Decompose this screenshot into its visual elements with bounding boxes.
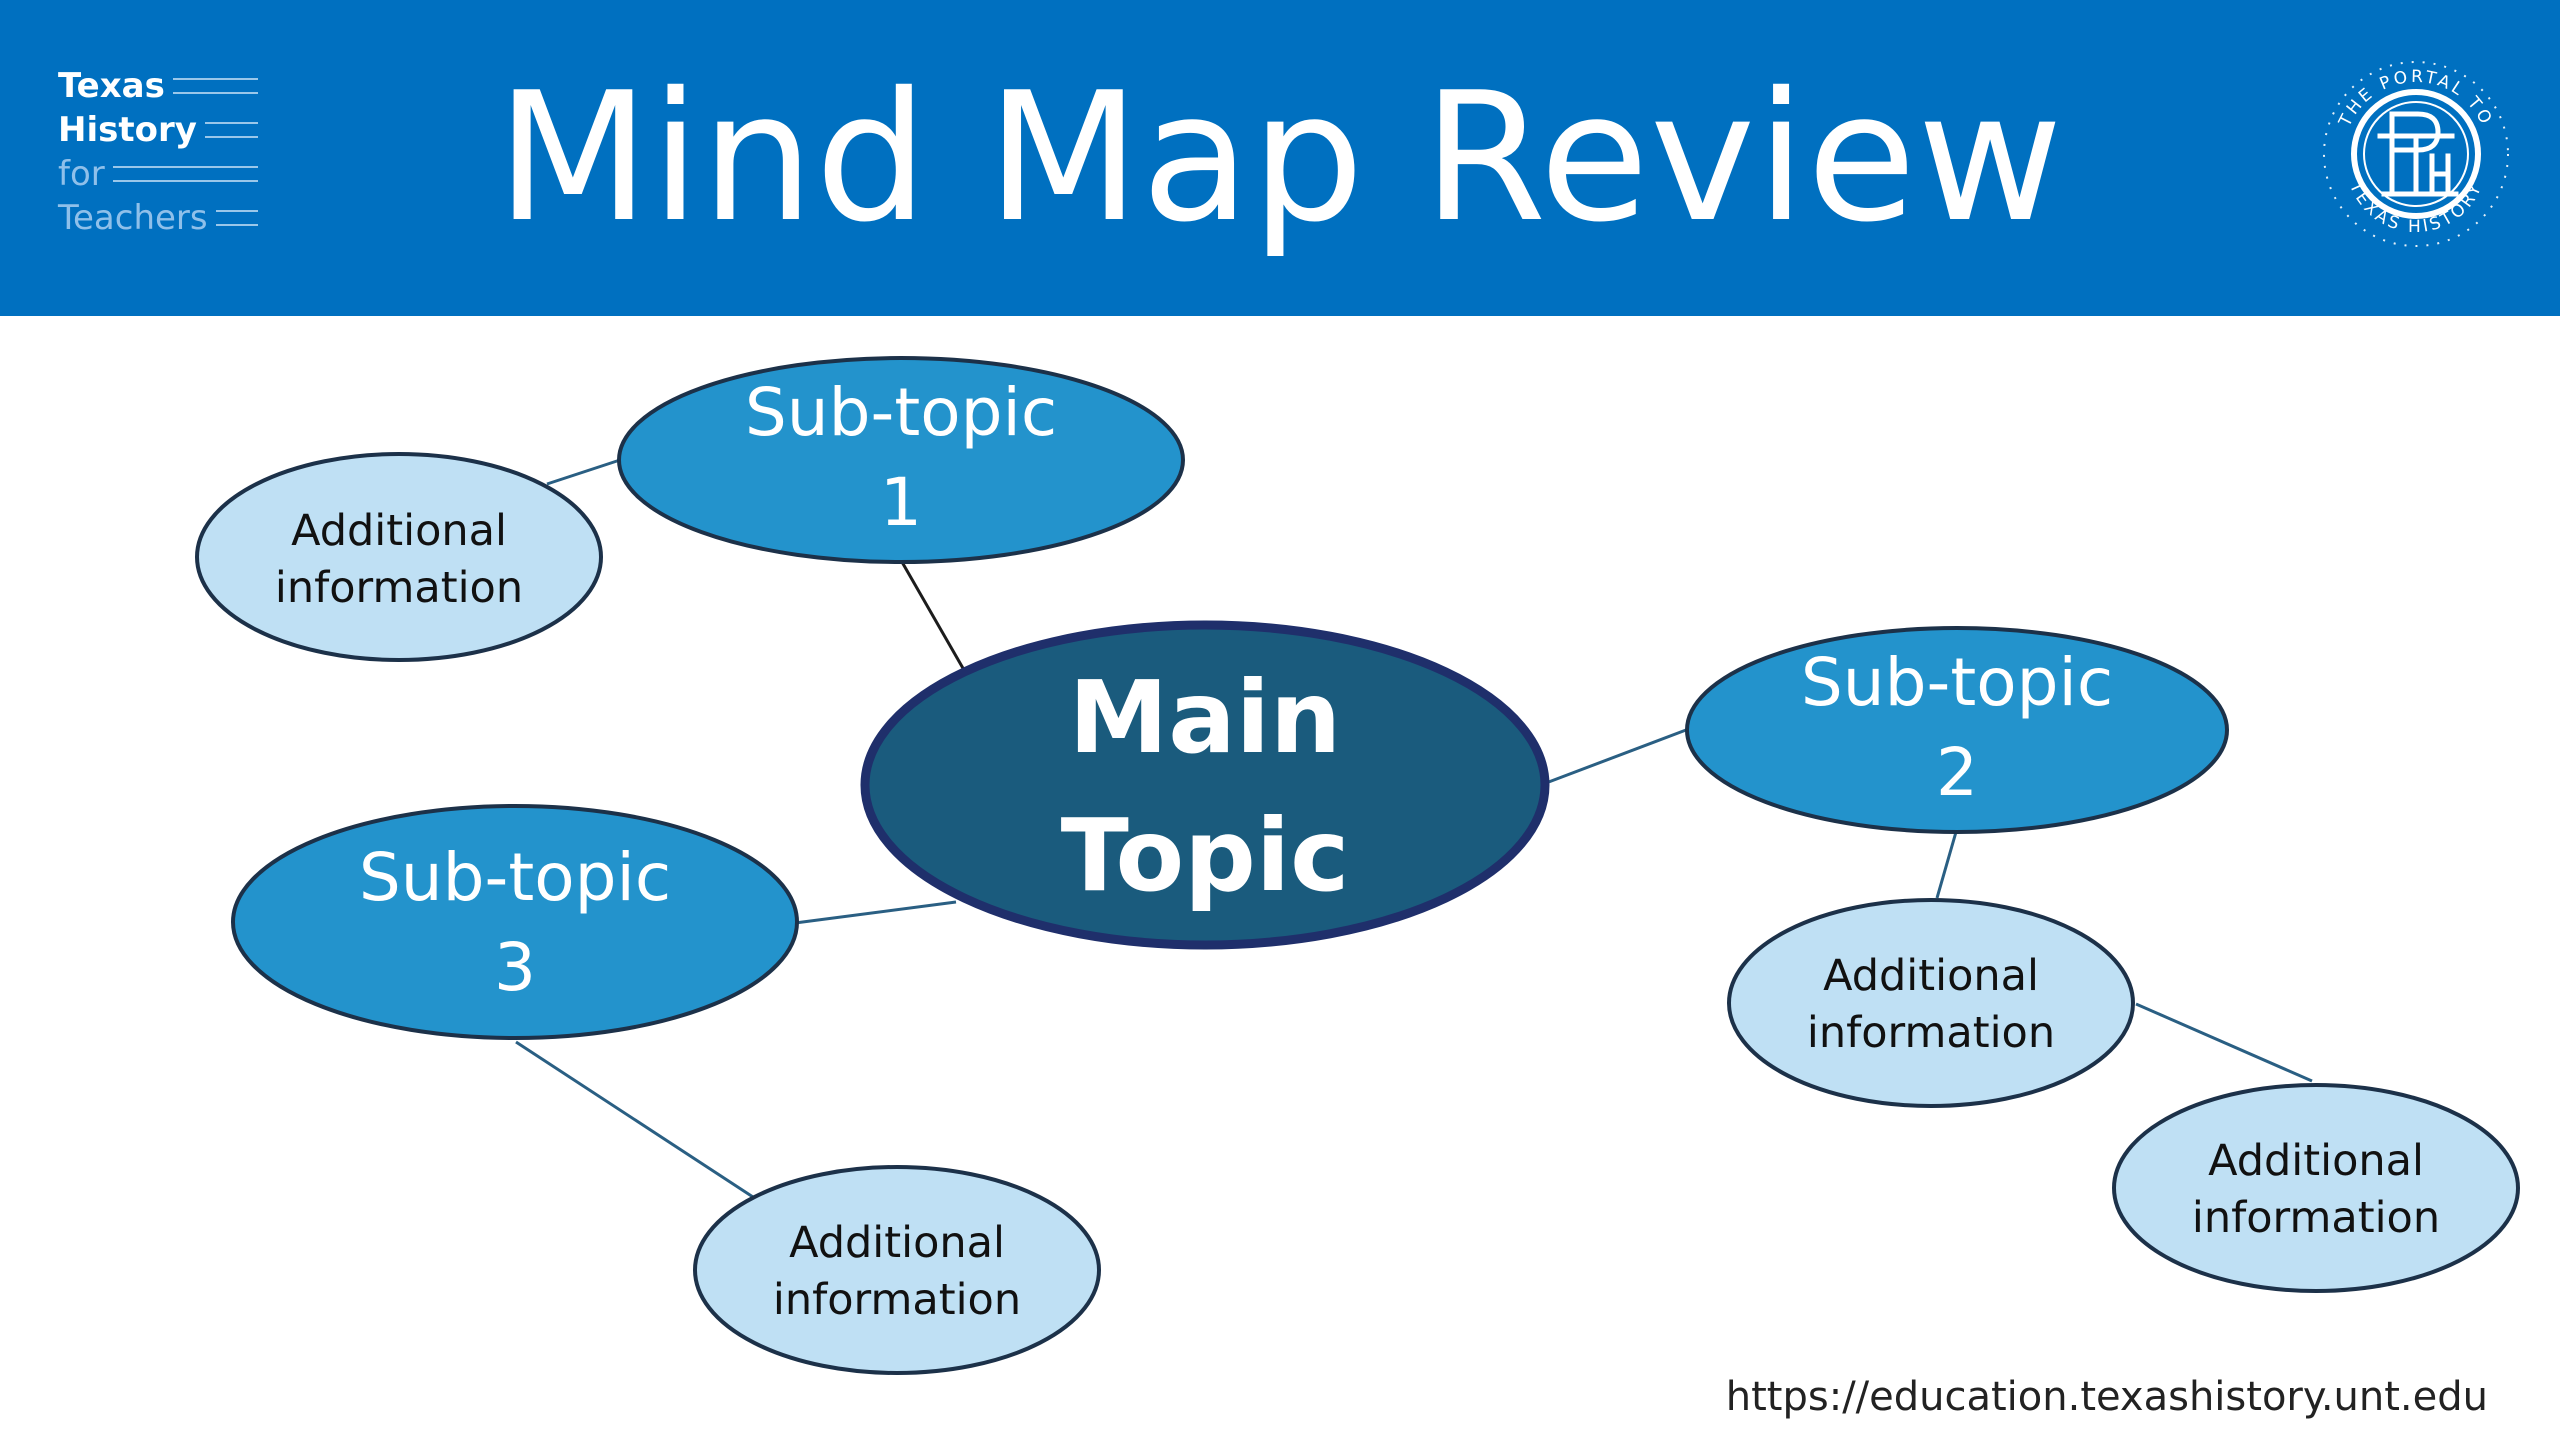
detail-shape [693,1165,1101,1375]
subtopic-3-shape [231,804,799,1040]
logo-word: Teachers [58,198,208,238]
subtopic-1-label: Sub-topic [745,374,1057,451]
subtopic-2-node: Sub-topic 2 [1685,626,2229,834]
logo-line: Texas [58,64,258,108]
page-title: Mind Map Review [496,54,2064,261]
logo-rule [172,78,258,94]
logo-word: History [58,110,197,150]
connector-subtopic-1-to-detail [546,458,621,486]
detail-label: Additional [291,506,507,556]
detail-shape [2112,1083,2520,1293]
logo-word: for [58,154,105,194]
logo-rule [215,210,258,226]
main-topic-shape [860,620,1550,950]
subtopic-3-node: Sub-topic 3 [231,804,799,1040]
texas-history-for-teachers-logo: Texas History for Teachers [58,64,258,254]
subtopic-1-shape [617,356,1185,564]
detail-shape [1727,898,2135,1108]
seal-dotted-ring [2323,61,2509,247]
subtopic-2-number: 2 [1936,734,1978,811]
connector-detail-to-detail [2135,1002,2313,1083]
footer-url: https://education.texashistory.unt.edu [1725,1374,2488,1420]
connector-main-to-subtopic-2 [1545,728,1687,785]
detail-node-subtopic-3: Additional information [693,1165,1101,1375]
detail-label: Additional [789,1218,1005,1268]
logo-line: for [58,152,258,196]
detail-label: information [1807,1008,2055,1058]
logo-rule [204,122,258,138]
detail-node-subtopic-2-extra: Additional information [2112,1083,2520,1293]
header-banner: Texas History for Teachers Mind Map Revi… [0,0,2560,316]
logo-line: History [58,108,258,152]
connector-subtopic-2-to-detail [1935,831,1958,899]
detail-node-subtopic-1: Additional information [195,452,603,662]
portal-to-texas-history-seal: THE PORTAL TO TEXAS HISTORY [2323,61,2509,247]
logo-word: Texas [58,66,165,106]
connector-subtopic-3-to-detail [515,1040,754,1199]
seal-monogram [2377,111,2459,197]
main-topic-node: Main Topic [860,620,1550,950]
detail-label: Additional [1823,951,2039,1001]
detail-shape [195,452,603,662]
subtopic-3-number: 3 [494,929,536,1006]
detail-label: information [2192,1193,2440,1243]
main-topic-label: Topic [1061,797,1350,914]
subtopic-3-label: Sub-topic [359,839,671,916]
subtopic-2-shape [1685,626,2229,834]
connector-main-to-subtopic-1 [900,561,966,671]
connector-main-to-subtopic-3 [794,900,957,925]
detail-node-subtopic-2: Additional information [1727,898,2135,1108]
detail-label: information [275,563,523,613]
main-topic-label: Main [1069,659,1341,776]
seal-inner-ring [2363,101,2469,207]
detail-label: Additional [2208,1136,2424,1186]
subtopic-2-label: Sub-topic [1801,644,2113,721]
detail-label: information [773,1275,1021,1325]
logo-line: Teachers [58,196,258,240]
seal-ring [2351,89,2481,219]
subtopic-1-node: Sub-topic 1 [617,356,1185,564]
subtopic-1-number: 1 [880,464,922,541]
logo-rule [112,166,258,182]
